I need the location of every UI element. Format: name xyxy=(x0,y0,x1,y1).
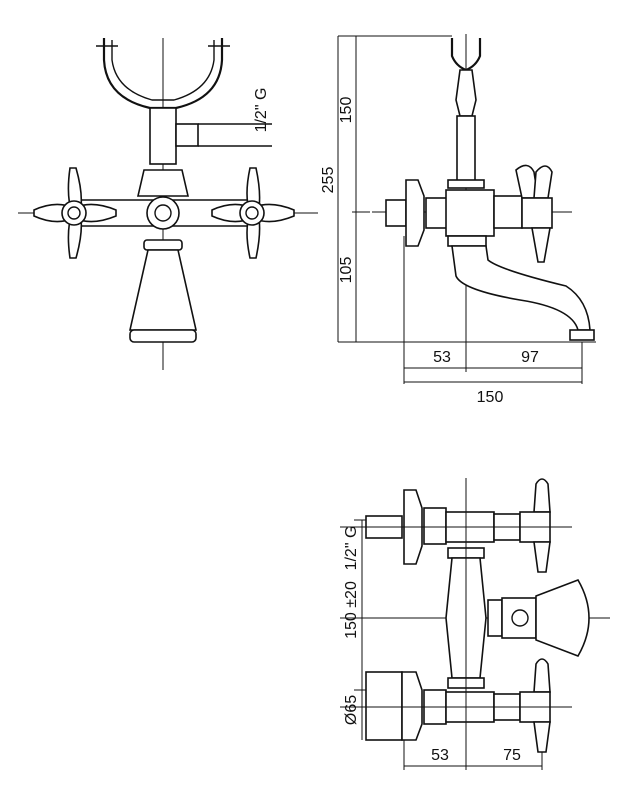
side-height-lower: 105 xyxy=(338,257,355,284)
hose-outlet xyxy=(175,123,199,147)
side-height-total: 255 xyxy=(320,167,337,194)
side-depth-left: 53 xyxy=(433,349,451,366)
riser-column xyxy=(149,107,177,165)
side-height-upper: 150 xyxy=(338,97,355,124)
side-view: 255 150 105 53 97 150 xyxy=(320,34,596,406)
side-body xyxy=(445,189,495,237)
top-depth-left: 53 xyxy=(431,747,449,764)
top-flange xyxy=(365,671,403,741)
top-thread-label: 1/2" G xyxy=(343,526,360,571)
top-center-distance: 150 ±20 xyxy=(343,581,360,639)
spout-front xyxy=(129,249,197,331)
diverter-knob xyxy=(146,196,180,230)
spout-collar xyxy=(143,239,183,251)
top-depth-right: 75 xyxy=(503,747,521,764)
left-cross-handle xyxy=(33,167,117,259)
side-wall-flange xyxy=(405,179,425,247)
top-spout xyxy=(535,579,590,657)
right-cross-handle xyxy=(211,167,295,259)
front-view: 1/2" G xyxy=(18,38,318,370)
side-spout xyxy=(451,245,591,331)
side-depth-right: 97 xyxy=(521,349,539,366)
top-diameter: Ø65 xyxy=(343,695,360,725)
top-view: 1/2" G 150 ±20 Ø65 xyxy=(340,478,610,770)
side-depth-total: 150 xyxy=(477,389,504,406)
side-inlet xyxy=(385,199,407,227)
diverter-body xyxy=(136,169,190,197)
front-thread-label: 1/2" G xyxy=(253,88,270,133)
